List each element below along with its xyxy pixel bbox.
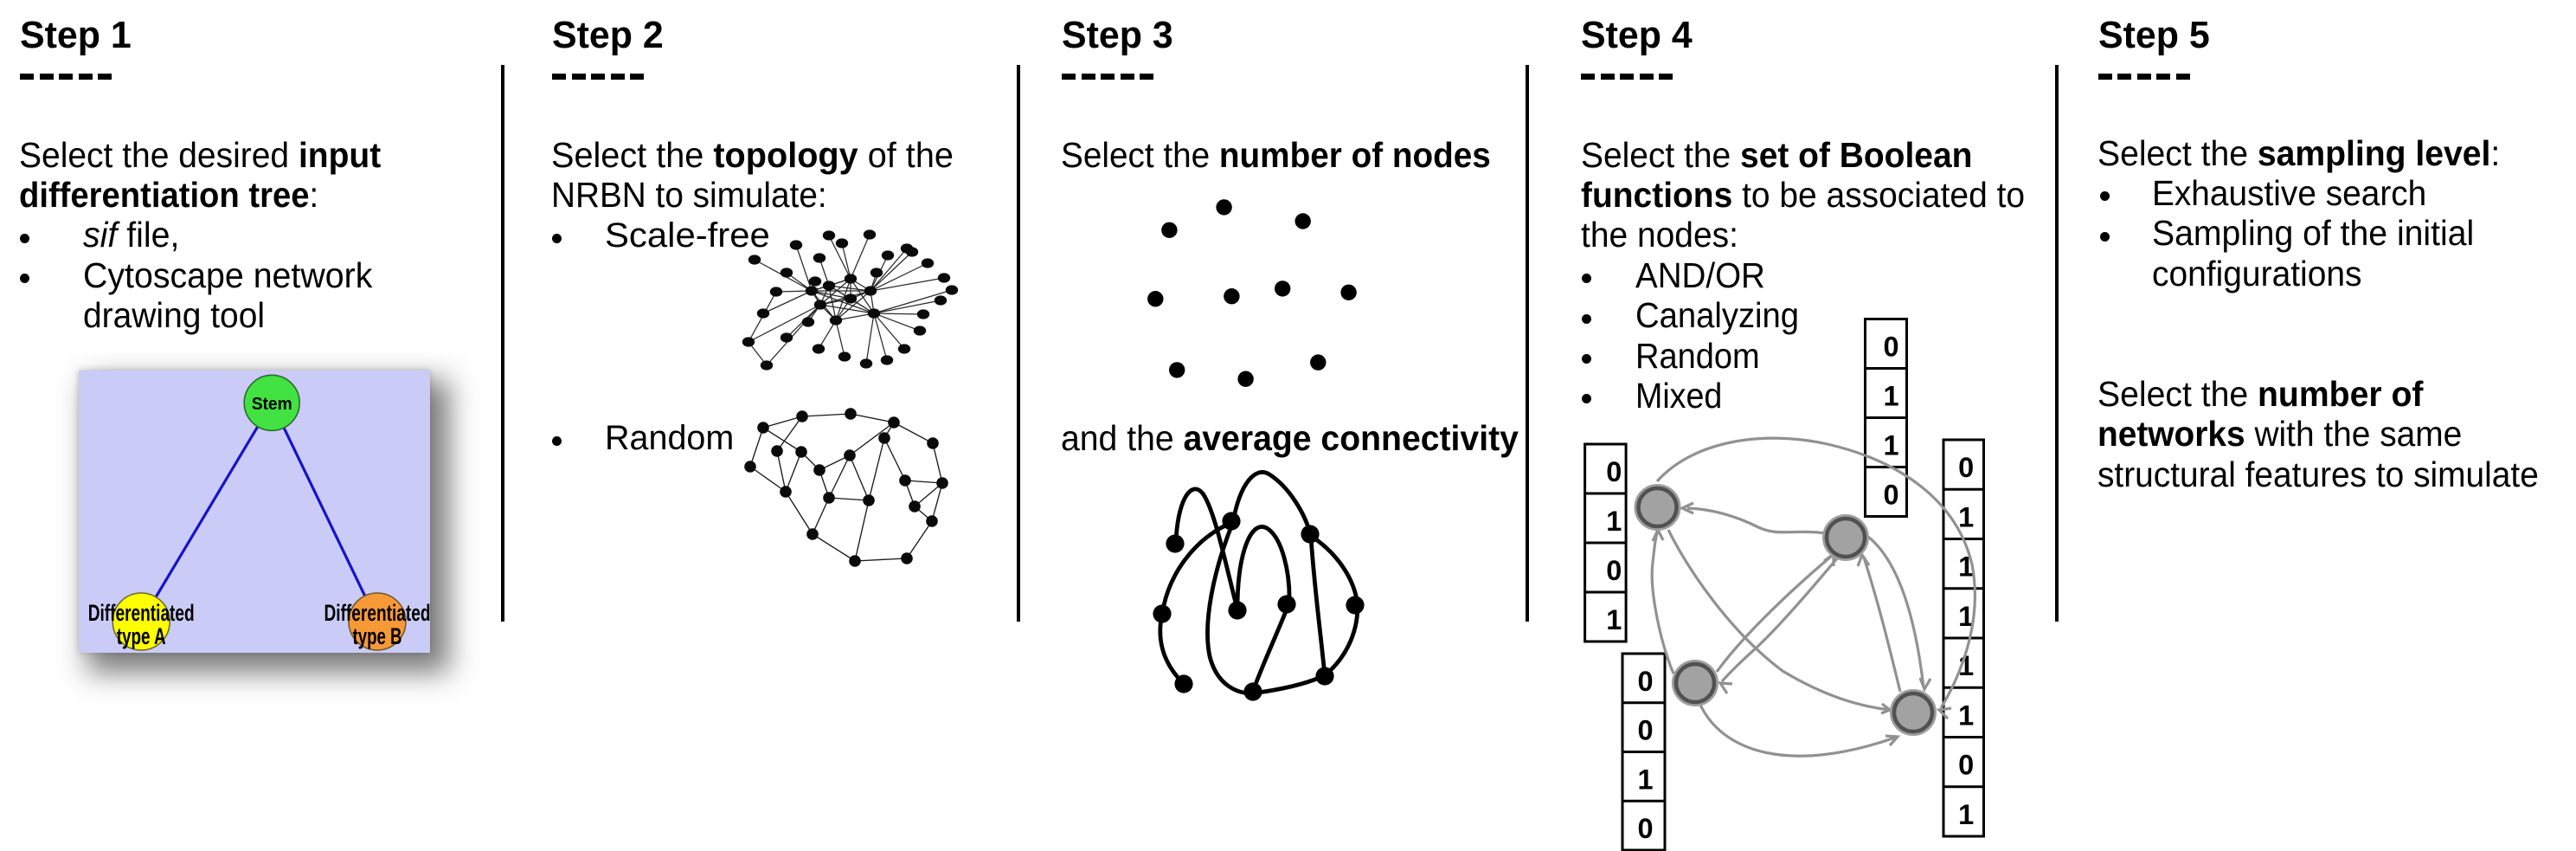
svg-text:0: 0: [1606, 555, 1622, 586]
svg-text:1: 1: [1958, 601, 1974, 632]
svg-text:0: 0: [1637, 715, 1653, 746]
svg-text:type A: type A: [117, 623, 166, 649]
svg-text:1: 1: [1958, 501, 1974, 532]
svg-text:1: 1: [1606, 506, 1622, 537]
svg-text:1: 1: [1637, 764, 1653, 795]
svg-text:0: 0: [1958, 750, 1974, 781]
svg-text:0: 0: [1883, 332, 1898, 363]
svg-text:0: 0: [1637, 666, 1653, 697]
svg-text:Differentiated: Differentiated: [88, 600, 195, 626]
svg-text:1: 1: [1883, 381, 1898, 412]
svg-text:1: 1: [1606, 604, 1622, 635]
svg-text:Stem: Stem: [252, 395, 292, 414]
svg-text:0: 0: [1883, 480, 1898, 511]
svg-text:1: 1: [1883, 430, 1898, 461]
svg-text:1: 1: [1958, 699, 1974, 731]
svg-text:Differentiated: Differentiated: [324, 600, 431, 626]
svg-text:1: 1: [1958, 650, 1974, 681]
svg-text:1: 1: [1958, 799, 1974, 830]
svg-text:type B: type B: [353, 623, 402, 649]
svg-text:0: 0: [1637, 813, 1653, 844]
svg-text:0: 0: [1606, 456, 1622, 487]
svg-text:0: 0: [1958, 452, 1974, 483]
